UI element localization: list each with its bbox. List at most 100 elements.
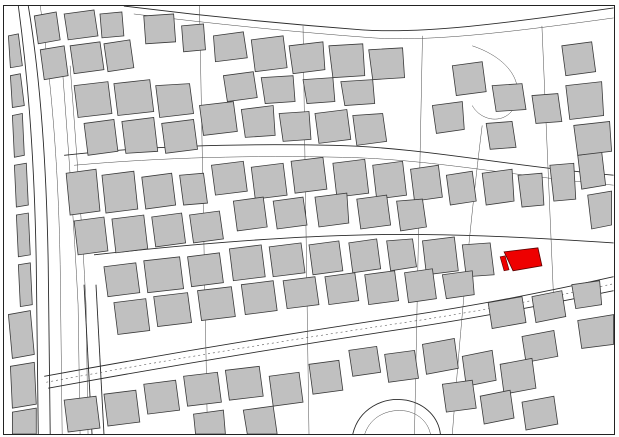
building-footprint bbox=[577, 314, 614, 349]
building-footprint bbox=[155, 83, 194, 118]
building-footprint bbox=[272, 196, 308, 230]
building-footprint bbox=[404, 268, 437, 304]
building-footprint bbox=[348, 238, 382, 274]
highlighted-parcel-marker[interactable] bbox=[499, 247, 543, 272]
building-footprint bbox=[121, 117, 159, 154]
building-footprint bbox=[193, 409, 226, 434]
building-footprint bbox=[386, 238, 417, 272]
building-footprint bbox=[113, 298, 151, 335]
building-footprint bbox=[451, 61, 487, 97]
building-footprint bbox=[531, 290, 567, 323]
building-footprint bbox=[250, 35, 288, 73]
building-footprint bbox=[521, 395, 559, 431]
building-footprint bbox=[549, 162, 577, 202]
building-footprint bbox=[268, 371, 304, 407]
building-footprint bbox=[63, 395, 101, 433]
highlighted-parcel-annex[interactable] bbox=[499, 255, 510, 272]
building-footprint bbox=[565, 81, 605, 120]
building-footprint bbox=[461, 242, 495, 278]
building-footprint bbox=[197, 286, 236, 321]
building-footprint bbox=[153, 292, 192, 327]
building-footprint bbox=[364, 270, 400, 306]
building-footprint bbox=[348, 345, 382, 377]
building-footprint bbox=[7, 310, 35, 359]
building-footprint bbox=[83, 119, 119, 156]
building-footprint bbox=[179, 172, 208, 206]
cadastral-map[interactable] bbox=[3, 5, 615, 435]
building-footprint bbox=[9, 361, 37, 409]
building-footprint bbox=[431, 101, 465, 134]
building-footprint bbox=[13, 162, 29, 208]
building-footprint bbox=[410, 164, 443, 202]
building-footprint bbox=[242, 405, 278, 434]
building-footprint bbox=[232, 196, 268, 232]
building-footprint bbox=[73, 216, 109, 256]
building-footprint bbox=[290, 156, 328, 194]
building-footprint bbox=[499, 357, 537, 395]
building-footprint bbox=[213, 31, 248, 63]
building-footprint bbox=[240, 105, 276, 138]
building-footprint bbox=[11, 407, 37, 434]
building-footprint bbox=[441, 270, 475, 300]
building-footprint bbox=[73, 81, 113, 118]
building-footprint bbox=[65, 168, 101, 216]
building-footprint bbox=[111, 214, 149, 254]
building-footprint bbox=[189, 210, 224, 244]
building-footprint bbox=[224, 365, 264, 401]
building-footprint bbox=[187, 252, 224, 288]
building-footprint bbox=[39, 45, 69, 81]
building-footprint bbox=[183, 371, 222, 407]
building-footprint bbox=[308, 240, 344, 276]
building-footprint bbox=[573, 121, 613, 156]
building-footprint bbox=[368, 47, 405, 81]
building-footprint bbox=[143, 13, 177, 45]
building-footprint bbox=[491, 83, 527, 112]
building-footprint bbox=[324, 272, 360, 306]
building-footprint bbox=[69, 41, 105, 75]
building-footprint bbox=[222, 71, 258, 102]
building-footprint bbox=[521, 330, 559, 363]
building-footprint bbox=[481, 168, 515, 206]
building-footprint bbox=[328, 43, 366, 79]
building-footprint bbox=[151, 212, 187, 248]
building-footprint bbox=[101, 170, 139, 214]
building-footprint bbox=[143, 256, 185, 294]
building-footprint bbox=[485, 121, 517, 150]
building-footprint bbox=[268, 242, 306, 278]
building-footprint bbox=[141, 172, 177, 210]
building-footprint bbox=[15, 212, 31, 258]
building-footprint bbox=[308, 359, 344, 395]
building-footprint bbox=[302, 77, 336, 104]
building-footprint bbox=[33, 11, 61, 45]
building-footprint bbox=[11, 113, 25, 158]
building-footprint bbox=[314, 192, 350, 228]
building-footprint bbox=[332, 158, 370, 198]
building-footprint bbox=[103, 39, 135, 73]
building-footprint bbox=[487, 296, 527, 329]
building-footprint bbox=[531, 93, 563, 124]
building-footprint bbox=[211, 160, 248, 196]
building-footprint bbox=[99, 11, 125, 39]
building-footprint bbox=[517, 172, 545, 208]
highlighted-parcel[interactable] bbox=[503, 247, 543, 272]
building-footprints bbox=[7, 9, 614, 434]
building-footprint bbox=[384, 349, 419, 383]
map-canvas[interactable] bbox=[4, 6, 614, 434]
building-footprint bbox=[63, 9, 99, 41]
building-footprint bbox=[372, 160, 407, 200]
building-footprint bbox=[103, 389, 141, 427]
building-footprint bbox=[422, 236, 459, 276]
building-footprint bbox=[7, 33, 23, 69]
building-footprint bbox=[561, 41, 597, 77]
building-footprint bbox=[103, 262, 141, 298]
building-footprint bbox=[571, 280, 603, 310]
building-footprint bbox=[396, 198, 427, 232]
building-footprint bbox=[113, 79, 155, 116]
building-footprint bbox=[288, 41, 326, 75]
building-footprint bbox=[461, 349, 497, 387]
building-footprint bbox=[441, 379, 477, 413]
building-footprint bbox=[9, 73, 25, 108]
building-footprint bbox=[352, 113, 388, 146]
building-footprint bbox=[356, 194, 392, 230]
building-footprint bbox=[228, 244, 266, 282]
